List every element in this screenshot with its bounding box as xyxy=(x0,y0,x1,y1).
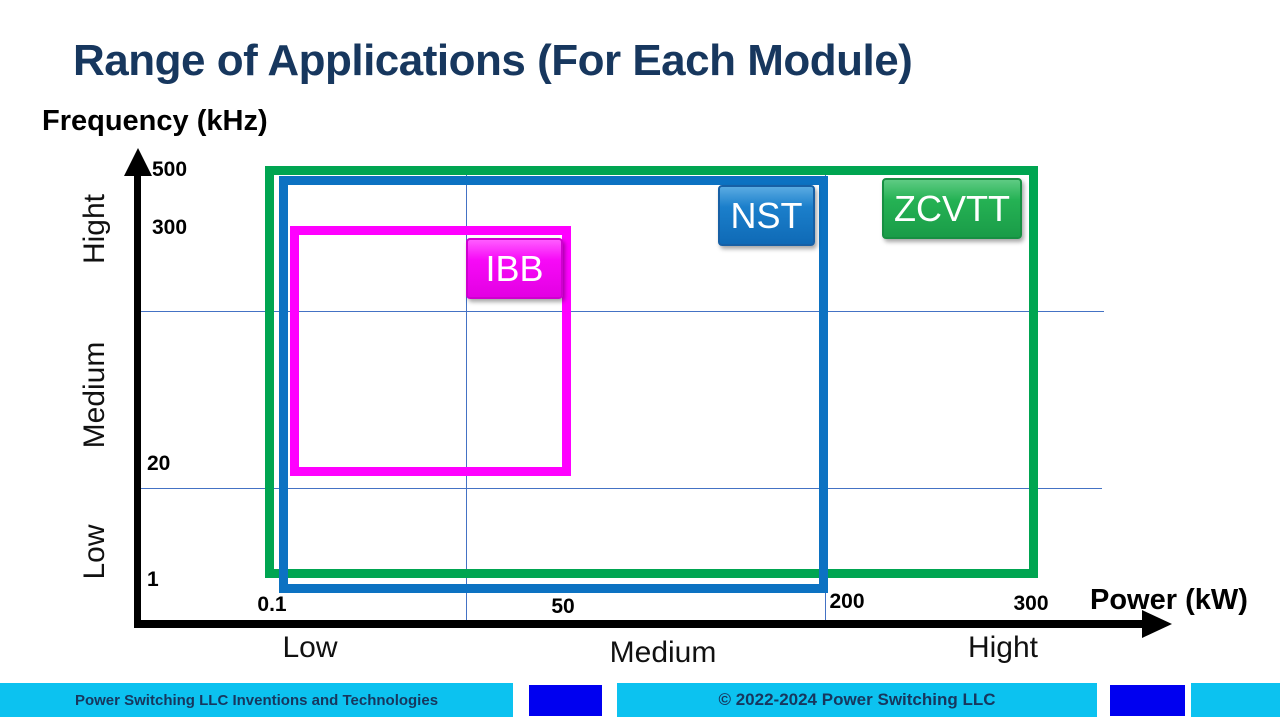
x-band-label-medium: Medium xyxy=(609,636,717,669)
y-band-label-medium: Medium xyxy=(78,341,111,449)
nst-badge: NST xyxy=(718,185,815,246)
x-tick-300: 300 xyxy=(1013,592,1049,615)
y-axis-title: Frequency (kHz) xyxy=(42,105,268,137)
zcvtt-badge: ZCVTT xyxy=(882,178,1022,239)
x-tick-50: 50 xyxy=(551,595,575,618)
zcvtt-range-box xyxy=(265,166,1038,578)
y-band-label-low: Low xyxy=(78,524,111,580)
y-tick-1: 1 xyxy=(147,568,159,591)
nst-range-box xyxy=(279,176,828,593)
footer-bar-center: © 2022-2024 Power Switching LLC xyxy=(617,683,1097,717)
y-axis xyxy=(134,165,141,628)
x-axis xyxy=(134,620,1142,628)
ibb-badge: IBB xyxy=(466,238,563,299)
y-axis-arrowhead-icon xyxy=(124,148,152,176)
footer-accent-square-left xyxy=(529,685,602,716)
footer-accent-square-right xyxy=(1110,685,1185,716)
y-band-label-hight: Hight xyxy=(78,193,111,265)
gridline-power-low-medium xyxy=(466,172,467,622)
y-tick-500: 500 xyxy=(152,158,188,181)
footer-bar-left: Power Switching LLC Inventions and Techn… xyxy=(0,683,513,717)
y-tick-20: 20 xyxy=(147,452,171,475)
ibb-range-box xyxy=(290,226,571,476)
footer-bar-right xyxy=(1191,683,1280,717)
x-tick-200: 200 xyxy=(829,590,865,613)
x-tick-0.1: 0.1 xyxy=(257,593,287,616)
gridline-frequency-medium-low xyxy=(141,488,1102,489)
footer-company-text: Power Switching LLC Inventions and Techn… xyxy=(74,691,439,709)
x-band-label-hight: Hight xyxy=(967,631,1039,664)
slide-title: Range of Applications (For Each Module) xyxy=(73,36,913,85)
y-tick-300: 300 xyxy=(152,216,188,239)
x-axis-arrowhead-icon xyxy=(1142,610,1172,638)
footer-copyright-text: © 2022-2024 Power Switching LLC xyxy=(718,690,996,709)
gridline-frequency-high-medium xyxy=(141,311,1104,312)
x-band-label-low: Low xyxy=(282,631,338,664)
